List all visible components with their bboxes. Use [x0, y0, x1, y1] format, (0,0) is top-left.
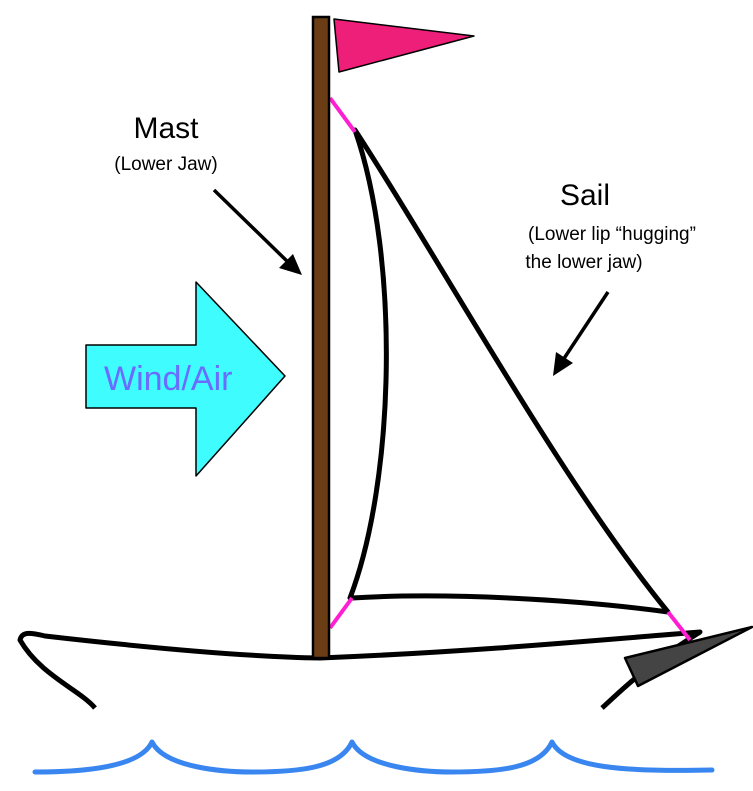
wind-arrow: [85, 281, 286, 477]
sail-title: Sail: [560, 179, 610, 212]
water-waves: [32, 739, 715, 775]
boat-hull: [17, 629, 703, 710]
sail-subtitle-line1: (Lower lip “hugging”: [528, 224, 696, 245]
mast-subtitle: (Lower Jaw): [114, 154, 217, 175]
hull-tip: [623, 625, 753, 688]
mast-pointer-arrow: [212, 188, 302, 275]
mast-title: Mast: [133, 112, 199, 145]
sail-attach-top: [328, 96, 357, 134]
sail-pointer-arrow: [553, 291, 610, 376]
mast: [311, 15, 331, 660]
wind-label: Wind/Air: [104, 360, 232, 398]
sail-attach-bottom-left: [328, 596, 354, 630]
sail-attachments: [328, 96, 692, 642]
sail-subtitle-line2: the lower jaw): [525, 252, 642, 273]
sail-attach-bottom-right: [666, 610, 692, 642]
flag: [333, 18, 475, 73]
sail: [347, 127, 671, 615]
